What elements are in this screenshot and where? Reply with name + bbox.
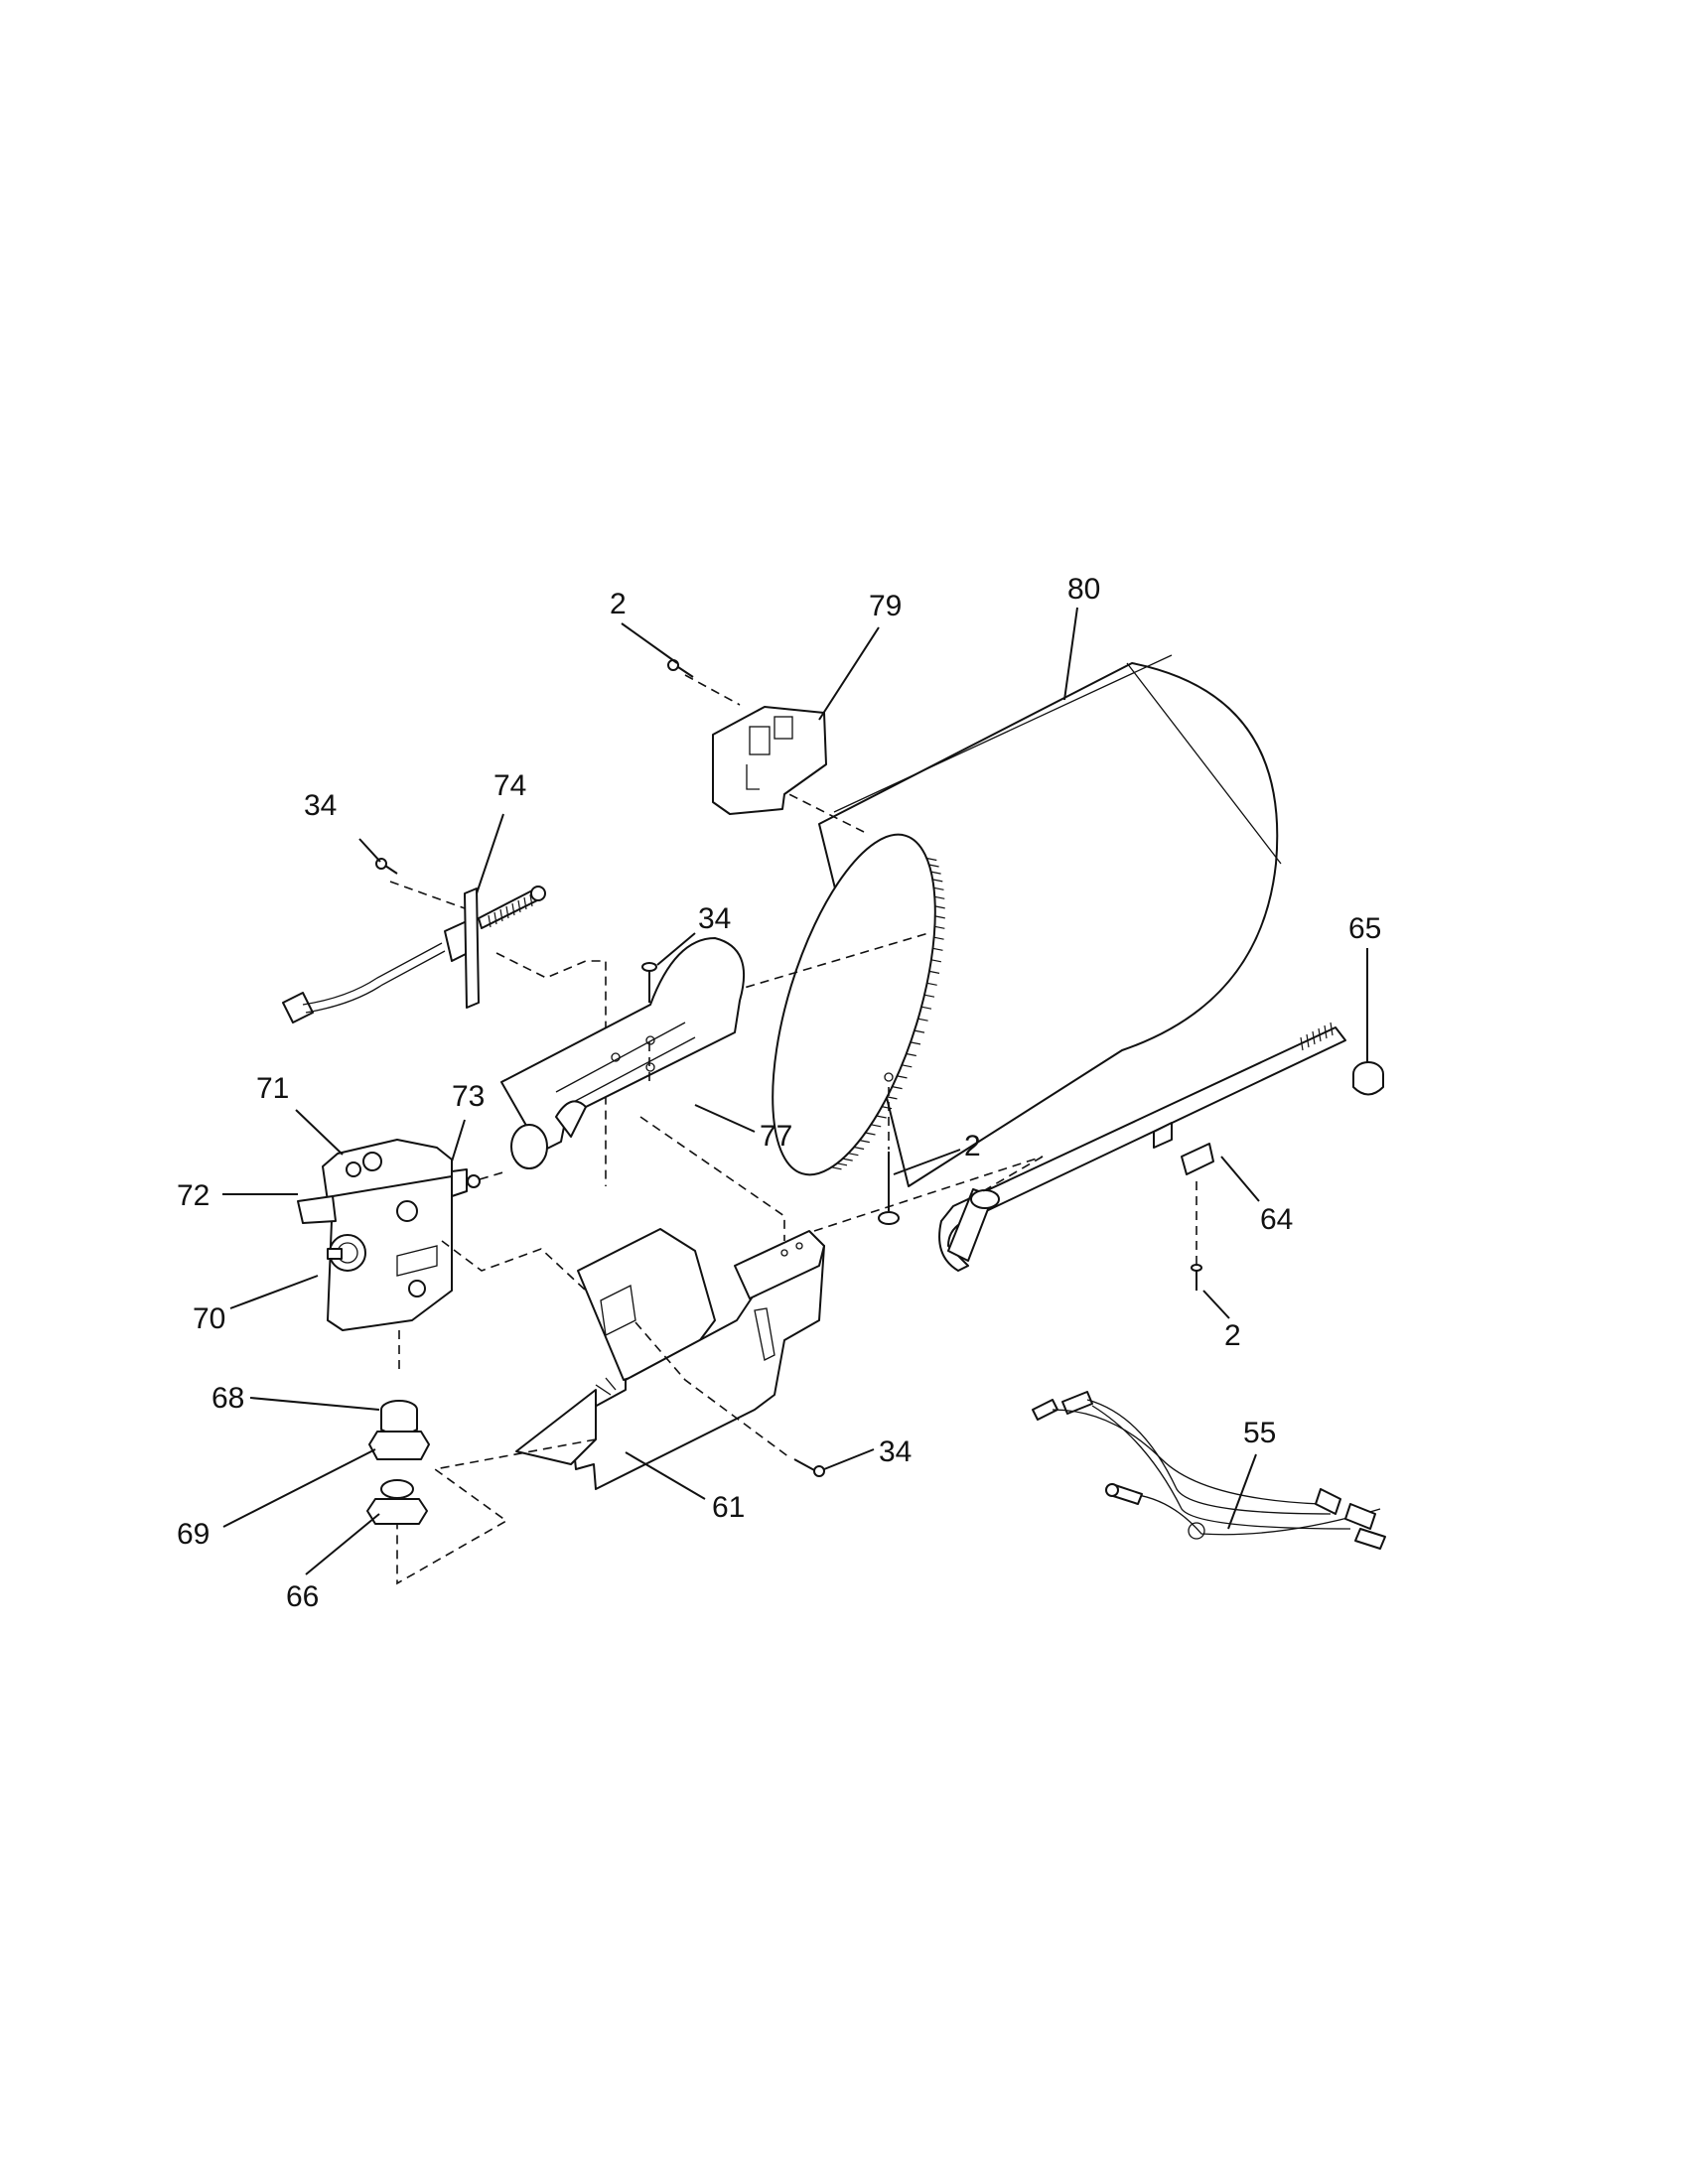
igniter-thread [488,893,533,928]
part-2-screw-bottom-right [1191,1264,1202,1291]
part-34-screw-middle [641,962,657,1003]
part-labels: 2 79 80 34 74 34 65 71 73 77 2 72 64 70 … [177,573,1381,1613]
part-34-screw-bottom [793,1458,825,1477]
part-80-combustion-chamber [659,654,1282,1187]
part-74-guide-line [389,881,607,1186]
gas-tube-thread [1300,1022,1334,1051]
label-part-64: 64 [1260,1203,1293,1236]
label-part-74: 74 [493,769,526,802]
leader-lines [222,607,1368,1575]
label-part-80: 80 [1067,573,1100,606]
part-61-guide-lines [396,1116,1044,1585]
label-part-34: 34 [879,1435,912,1468]
part-73-guide-line [479,1170,507,1180]
part-77-burner-tube [500,937,746,1169]
part-70-guide-line [398,1240,587,1370]
part-2-guide-line [684,674,741,706]
part-68-filter [380,1400,418,1435]
part-65-fitting [1352,1061,1384,1096]
label-part-71: 71 [256,1072,289,1105]
part-70-gas-valve [297,1139,481,1331]
label-part-69: 69 [177,1518,210,1551]
part-2-screw-top [667,659,694,678]
part-66-hex-fitting [366,1479,428,1525]
label-part-77: 77 [760,1120,792,1153]
part-74-igniter [282,886,546,1024]
label-part-70: 70 [193,1302,225,1335]
part-64-gas-tube [938,1022,1346,1272]
label-part-73: 73 [452,1080,485,1113]
part-69-hex-fitting [368,1431,430,1460]
label-part-2: 2 [610,588,627,620]
label-part-34: 34 [698,902,731,935]
label-part-55: 55 [1243,1417,1276,1449]
part-55-wiring-harness [1032,1391,1386,1550]
part-2-screw-lower [878,1152,900,1225]
chamber-rim-hatching [831,857,945,1170]
part-79-bracket [712,706,827,815]
label-part-2: 2 [964,1130,981,1162]
label-part-72: 72 [177,1179,210,1212]
label-part-34: 34 [304,789,337,822]
label-part-61: 61 [712,1491,745,1524]
part-64-guide-line [982,1156,1044,1192]
label-part-66: 66 [286,1580,319,1613]
label-part-68: 68 [211,1382,244,1415]
part-61-burner-bracket [515,1228,825,1490]
label-part-65: 65 [1348,912,1381,945]
label-part-79: 79 [869,590,902,622]
label-part-2: 2 [1224,1319,1241,1352]
